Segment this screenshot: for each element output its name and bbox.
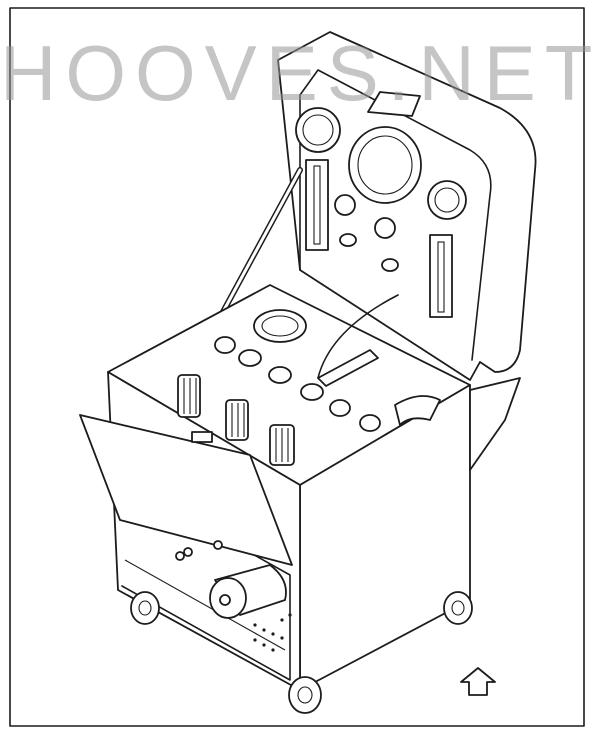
pump-element [225, 399, 249, 441]
lid-knob [374, 217, 396, 239]
caster-wheel [443, 591, 473, 625]
top-panel-controls [177, 294, 441, 466]
pump-element [269, 424, 295, 466]
up-arrow-icon [460, 667, 496, 696]
caster-wheel [130, 591, 160, 625]
left-flow-tube [305, 159, 329, 251]
lid-plug [339, 233, 357, 247]
pump-element [177, 374, 201, 418]
vent-holes [253, 613, 292, 652]
lid-knob [334, 194, 356, 216]
caster-wheel [288, 676, 322, 714]
left-gauge [295, 107, 341, 153]
lid-plug [381, 258, 399, 272]
lower-tank [209, 564, 287, 619]
right-gauge [427, 180, 467, 220]
flap-latch [191, 431, 213, 443]
lid-handle [367, 91, 421, 117]
top-sight-glass [253, 309, 307, 343]
page-border [9, 7, 585, 727]
center-gauge [348, 126, 422, 204]
cabinet-lid [277, 31, 537, 381]
side-bracket [469, 377, 521, 471]
right-flow-tube [429, 234, 453, 318]
fittings [175, 540, 223, 561]
